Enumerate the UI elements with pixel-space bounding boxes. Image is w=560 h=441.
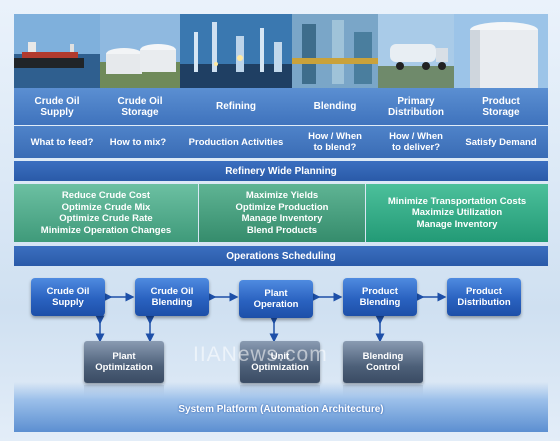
system-platform-band: System Platform (Automation Architecture… <box>178 403 384 415</box>
goal-maximize-utilization: Maximize Utilization <box>411 207 503 219</box>
tanker-ship-photo <box>14 14 100 88</box>
stage-blending: Blending <box>313 101 357 112</box>
goal-minimize-transportation-costs: Minimize Transportation Costs <box>387 195 527 207</box>
product-tank-photo <box>454 14 548 88</box>
blending-plant-photo <box>292 14 378 88</box>
goal-maximize-yields: Maximize Yields <box>245 190 319 201</box>
goal-optimize-production: Optimize Production <box>235 201 329 213</box>
question-how-to-mix: How to mix? <box>109 136 167 148</box>
question-satisfy-demand: Satisfy Demand <box>465 136 537 148</box>
goal-manage-inventory: Manage Inventory <box>241 213 323 224</box>
goal-optimize-crude-rate: Optimize Crude Rate <box>59 213 153 224</box>
question-production-activities: Production Activities <box>188 136 284 148</box>
watermark: IIANews.com <box>193 343 328 366</box>
distribution-goals-box: Minimize Transportation Costs Maximize U… <box>366 184 548 242</box>
system-platform-glow <box>14 382 548 432</box>
goal-reduce-crude-cost: Reduce Crude Cost <box>61 190 151 201</box>
storage-tanks-photo <box>100 14 180 88</box>
goal-optimize-crude-mix: Optimize Crude Mix <box>61 201 151 213</box>
refinery-night-photo <box>180 14 292 88</box>
question-what-to-feed: What to feed? <box>30 136 94 148</box>
stage-questions: What to feed? How to mix? Production Act… <box>14 126 548 158</box>
stage-refining: Refining <box>216 101 256 112</box>
truck-photo <box>378 14 454 88</box>
goal-blend-products: Blend Products <box>246 224 318 236</box>
refinery-wide-planning-band: Refinery Wide Planning <box>14 161 548 181</box>
production-goals-box: Maximize Yields Optimize Production Mana… <box>199 184 365 242</box>
crude-goals-box: Reduce Crude Cost Optimize Crude Mix Opt… <box>14 184 198 242</box>
goal-manage-inventory-distribution: Manage Inventory <box>416 218 498 230</box>
operations-scheduling-band: Operations Scheduling <box>14 246 548 266</box>
goal-minimize-operation-changes: Minimize Operation Changes <box>40 224 172 236</box>
